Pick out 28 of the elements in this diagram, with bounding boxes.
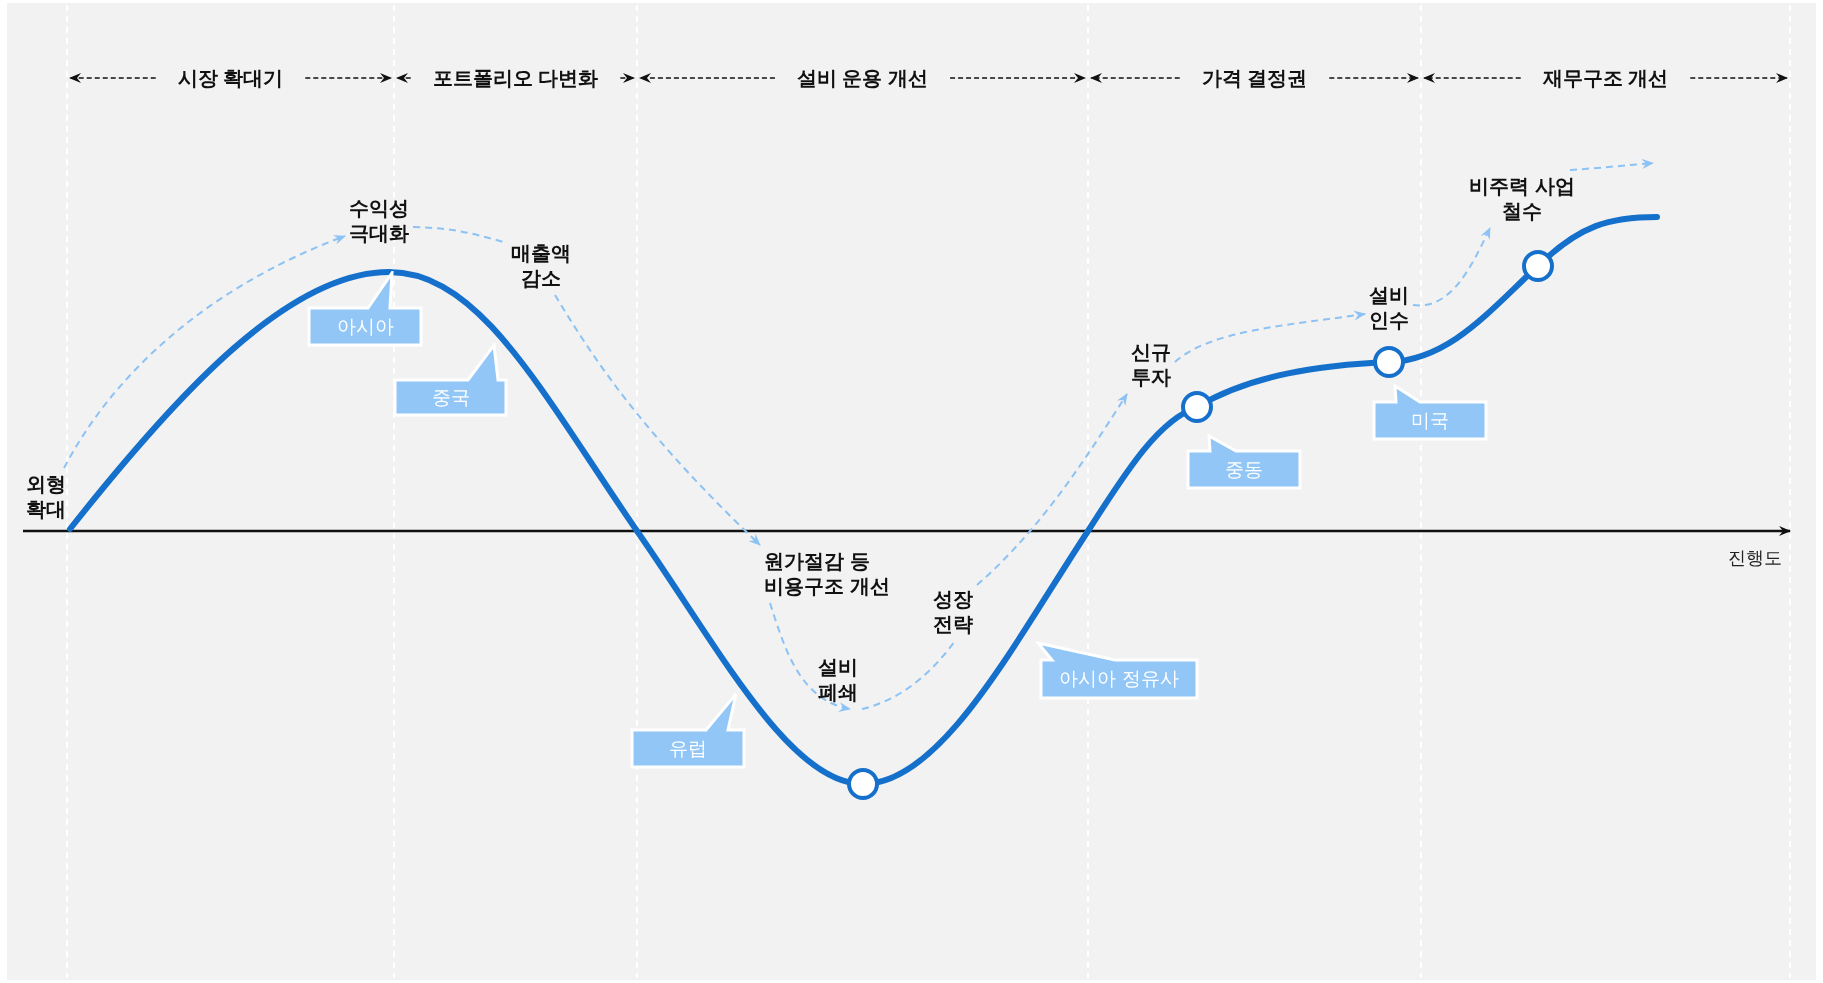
step-label: 매출액 감소: [507, 237, 575, 295]
axis-label: 진행도: [1728, 547, 1782, 570]
phase-label: 재무구조 개선: [1542, 65, 1669, 91]
phase-label: 포트폴리오 다변화: [432, 65, 599, 91]
callout-box: 미국: [1372, 384, 1488, 441]
step-label: 원가절감 등 비용구조 개선: [760, 545, 908, 603]
flow-arrow: [976, 393, 1128, 586]
phase-label: 시장 확대기: [177, 65, 284, 91]
step-label: 설비 폐쇄: [814, 651, 862, 709]
flow-arrow: [63, 235, 346, 469]
flow-arrow: [1174, 310, 1366, 363]
callout-box: 아시아: [307, 271, 423, 347]
step-label: 외형 확대: [22, 468, 70, 526]
flow-arrow: [1412, 227, 1491, 307]
phase-label: 설비 운용 개선: [796, 65, 929, 91]
flow-arrow: [554, 294, 761, 546]
step-label: 설비 인수: [1365, 279, 1413, 337]
phase-label: 가격 결정권: [1201, 65, 1308, 91]
step-label: 신규 투자: [1127, 336, 1175, 394]
flow-arrow: [1569, 159, 1654, 171]
step-label: 수익성 극대화: [345, 192, 413, 250]
callout-box: 아시아 정유사: [1036, 641, 1199, 700]
step-label: 성장 전략: [929, 583, 977, 641]
callout-box: 유럽: [630, 692, 746, 769]
callout-box: 중국: [393, 343, 508, 417]
callout-box: 중동: [1186, 434, 1302, 490]
step-label: 비주력 사업 철수: [1458, 170, 1586, 228]
flow-arrow: [769, 602, 851, 712]
